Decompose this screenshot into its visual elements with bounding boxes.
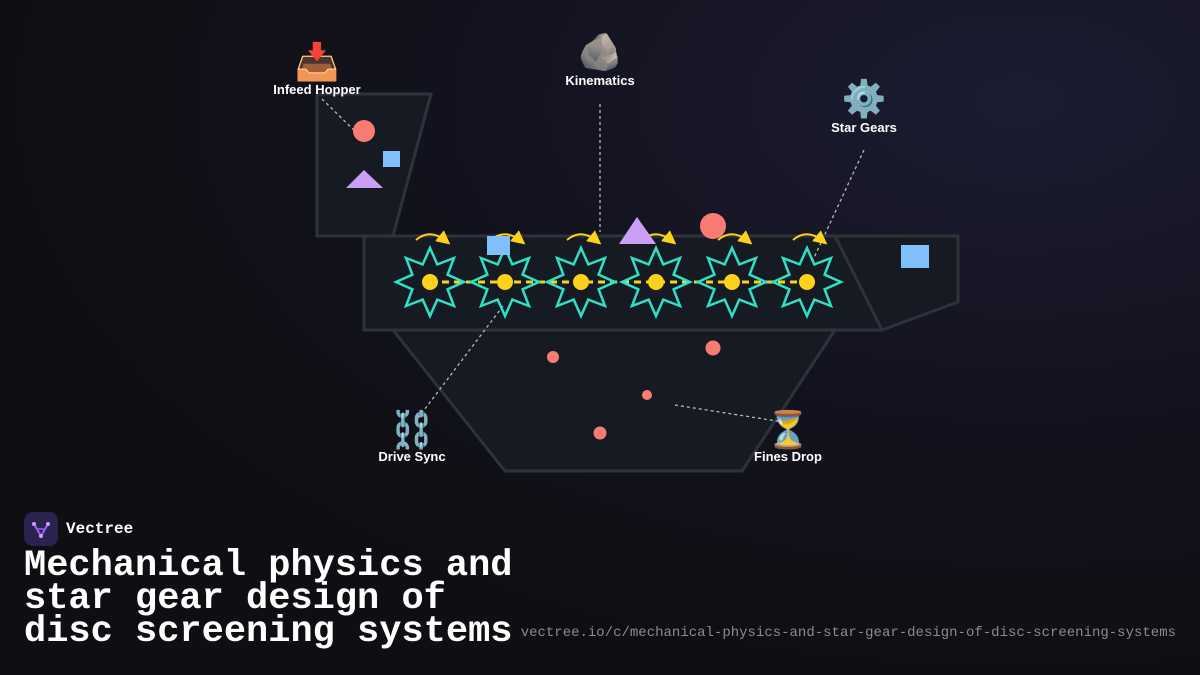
fines-particle-1: [547, 351, 559, 363]
drive-sync-connector: [414, 305, 504, 423]
star-gear-outline: [769, 244, 845, 320]
gear-hub: [573, 274, 589, 290]
particle-purple-hopper: [346, 170, 383, 188]
gear-hub: [724, 274, 740, 290]
gear-hub: [422, 274, 438, 290]
vectree-logo: [24, 512, 58, 546]
infeed-hopper-chute: [315, 92, 433, 238]
vectree-logo-mark-icon: [32, 522, 50, 538]
star-gear-outline: [392, 244, 468, 320]
fines-particle-2: [705, 340, 721, 356]
drive-sync-label: Drive Sync: [378, 449, 445, 464]
star-gear-6: [769, 230, 845, 320]
inbox-tray-icon: 📥: [295, 41, 340, 83]
particle-red-deck: [700, 213, 726, 239]
hourglass-icon: ⏳: [766, 409, 811, 451]
fines-drop-connector: [674, 404, 784, 423]
infeed-hopper-label: Infeed Hopper: [273, 82, 360, 97]
star-gear-1: [392, 230, 468, 320]
particle-purple-deck: [619, 217, 656, 244]
fines-particle-4: [593, 426, 607, 440]
gear-hub: [497, 274, 513, 290]
rotation-arrow-icon: [415, 230, 451, 245]
kinematics-label: Kinematics: [565, 73, 634, 88]
rotation-arrow-icon: [792, 230, 828, 245]
particle-blue-hopper: [383, 151, 400, 167]
star-gear-3: [543, 230, 619, 320]
star-gear-row: [392, 230, 845, 320]
star-gear-outline: [543, 244, 619, 320]
star-gear-outline: [694, 244, 770, 320]
rotation-arrow-icon: [717, 230, 753, 245]
particles: [346, 120, 929, 440]
particle-red-hopper: [353, 120, 375, 142]
star-gears-label: Star Gears: [831, 120, 897, 135]
star-gear-outline: [618, 244, 694, 320]
gear-hub: [799, 274, 815, 290]
star-gear-5: [694, 230, 770, 320]
particle-blue-discharge: [901, 245, 929, 268]
fines-particle-3: [642, 390, 652, 400]
particle-blue-deck: [487, 236, 510, 255]
gear-icon: ⚙️: [842, 78, 887, 120]
label-drive-sync: ⛓️ Drive Sync: [378, 409, 445, 464]
label-infeed-hopper: 📥 Infeed Hopper: [273, 41, 360, 97]
machine-body: [315, 92, 960, 473]
page-title: Mechanical physics and star gear design …: [24, 545, 513, 653]
label-star-gears: ⚙️ Star Gears: [831, 78, 897, 135]
label-kinematics: 🪨 Kinematics: [565, 32, 634, 88]
star-gear-outline: [467, 244, 543, 320]
brand-name: Vectree: [66, 520, 134, 538]
gear-hub: [648, 274, 664, 290]
label-fines-drop: ⏳ Fines Drop: [754, 409, 822, 464]
brand: Vectree: [24, 512, 133, 546]
chain-icon: ⛓️: [390, 409, 435, 451]
fines-drop-label: Fines Drop: [754, 449, 822, 464]
rock-icon: 🪨: [578, 32, 623, 73]
star-gear-2: [467, 230, 543, 320]
source-url[interactable]: vectree.io/c/mechanical-physics-and-star…: [520, 625, 1176, 641]
rotation-arrow-icon: [566, 230, 602, 245]
